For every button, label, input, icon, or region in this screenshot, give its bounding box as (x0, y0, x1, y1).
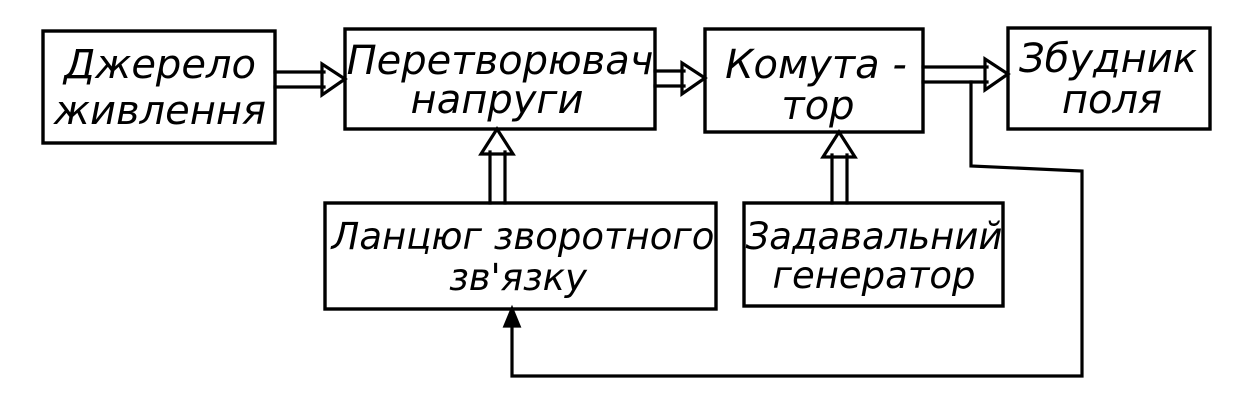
arrow-feedback-to-converter-shaft (488, 150, 507, 205)
arrow-converter-to-commutator (653, 60, 708, 98)
arrow-converter-to-commutator-head (680, 60, 708, 98)
block-commutator-frame (703, 27, 925, 134)
block-feedback-circuit-line2: зв'язку (449, 256, 588, 299)
block-voltage-converter-line2: напруги (411, 77, 584, 123)
arrow-commutator-to-exciter-shaft (921, 65, 989, 84)
arrow-converter-to-commutator-shaft (653, 69, 686, 88)
arrow-feedback-to-converter-head (478, 126, 516, 156)
block-voltage-converter-line1: Перетворювач (347, 38, 654, 84)
block-master-generator-frame (742, 201, 1005, 308)
block-field-exciter-line2: поля (1062, 77, 1162, 123)
arrow-feedback-to-converter (478, 126, 516, 205)
block-field-exciter: Збудник поля (1006, 26, 1212, 131)
block-feedback-circuit-frame (323, 201, 718, 311)
block-commutator-line1: Комута - (725, 42, 907, 88)
feedback-loop (502, 80, 1084, 378)
feedback-loop-line (510, 80, 1084, 378)
block-voltage-converter: Перетворювач напруги (343, 27, 657, 131)
block-power-source-line1: Джерело (62, 42, 256, 88)
arrow-generator-to-commutator-head (820, 129, 858, 159)
block-feedback-circuit: Ланцюг зворотного зв'язку (323, 201, 718, 311)
arrow-generator-to-commutator (820, 129, 858, 205)
arrow-power-to-converter (273, 61, 348, 99)
arrow-commutator-to-exciter-head (983, 56, 1011, 94)
block-master-generator-line1: Задавальний (746, 215, 1003, 258)
block-power-source: Джерело живлення (41, 29, 277, 145)
block-feedback-circuit-line1: Ланцюг зворотного (330, 215, 715, 258)
block-power-source-line2: живлення (53, 88, 266, 134)
arrow-power-to-converter-head (320, 61, 348, 99)
block-voltage-converter-frame (343, 27, 657, 131)
feedback-loop-arrowhead (502, 304, 522, 328)
block-power-source-frame (41, 29, 277, 145)
arrow-generator-to-commutator-shaft (830, 153, 849, 205)
arrow-power-to-converter-shaft (273, 70, 326, 89)
block-commutator: Комута - тор (703, 27, 925, 134)
arrow-commutator-to-exciter (921, 56, 1011, 94)
block-master-generator: Задавальний генератор (742, 201, 1005, 308)
block-field-exciter-frame (1006, 26, 1212, 131)
block-commutator-line2: тор (781, 83, 854, 129)
block-field-exciter-line1: Збудник (1019, 36, 1197, 82)
block-master-generator-line2: генератор (773, 254, 976, 297)
